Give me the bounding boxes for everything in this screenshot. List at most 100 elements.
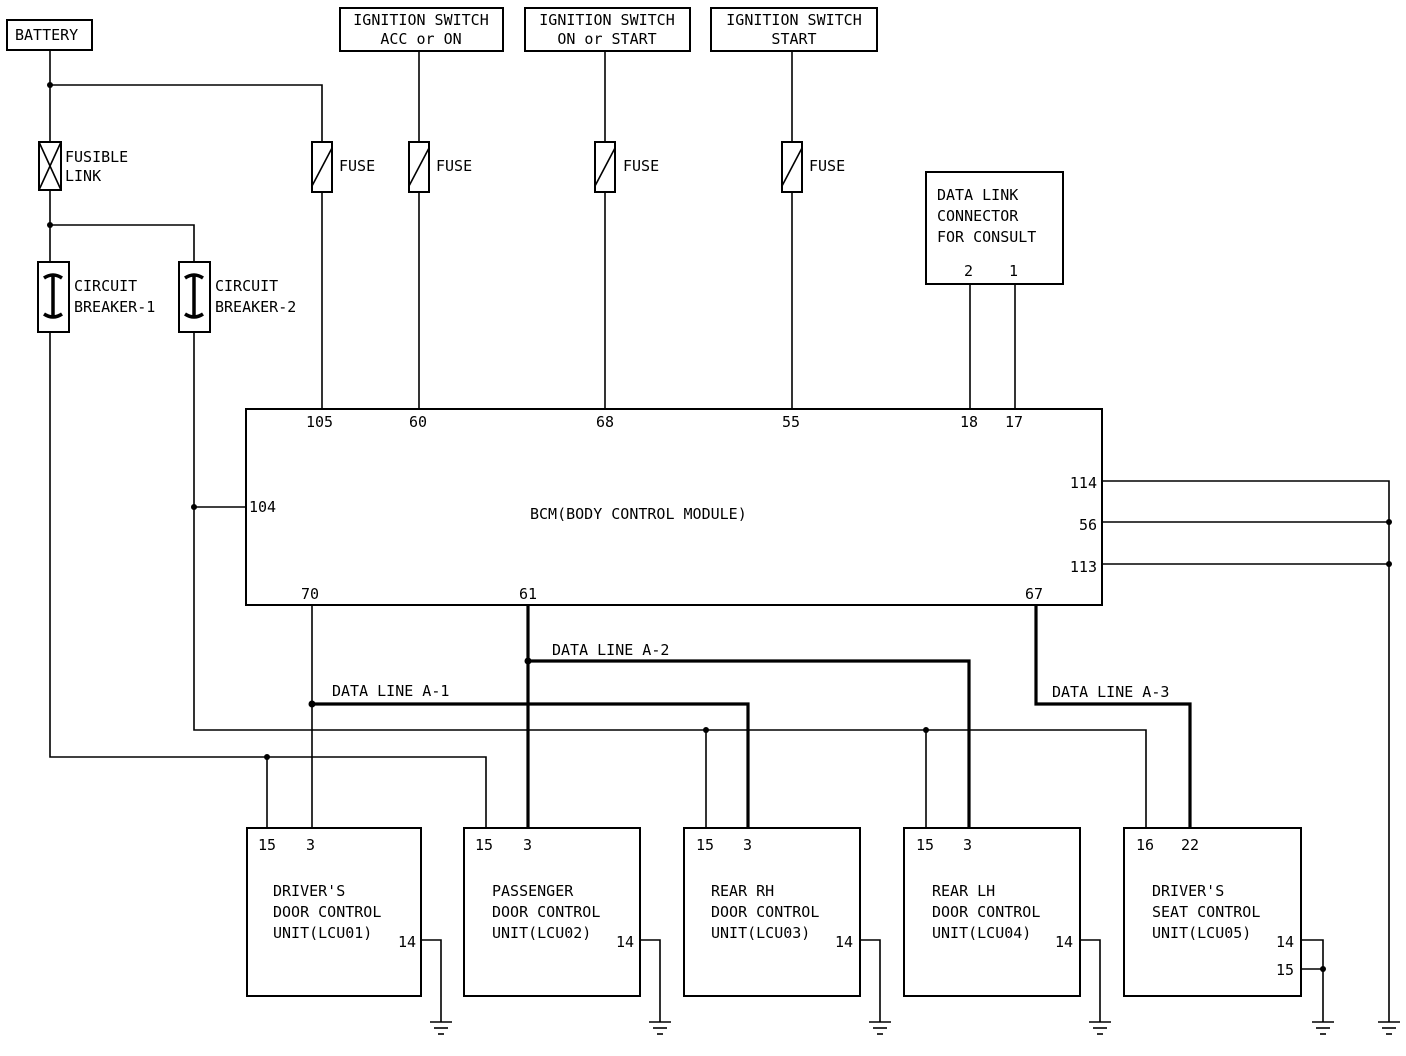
ground-icon-lcu05 [1312, 1021, 1334, 1035]
lcu02-pin-3: 3 [523, 836, 532, 854]
fusible-link: FUSIBLE LINK [38, 141, 128, 191]
ground-icon-lcu03 [869, 1021, 891, 1035]
bcm-pin-114: 114 [1070, 474, 1097, 492]
fuse-55: FUSE [781, 51, 845, 409]
bcm-pin-113: 113 [1070, 558, 1097, 576]
lcu04-pin-3: 3 [963, 836, 972, 854]
fuse-55-label: FUSE [809, 157, 845, 175]
bcm-label: BCM(BODY CONTROL MODULE) [530, 505, 747, 523]
fusible-link-label-2: LINK [65, 167, 101, 185]
fuse-68: FUSE [594, 51, 659, 409]
bcm-ground-wiring [1102, 480, 1392, 1022]
lcu01-pin-14: 14 [398, 933, 416, 951]
lcu05-pin-14: 14 [1276, 933, 1294, 951]
lcu05-pin-15: 15 [1276, 961, 1294, 979]
bcm-pin-68: 68 [596, 413, 614, 431]
ignition-on-start-line1: IGNITION SWITCH [539, 11, 674, 29]
fuse-60-label: FUSE [436, 157, 472, 175]
battery-wiring [47, 50, 1147, 828]
data-link-pin-1: 1 [1009, 262, 1018, 280]
bcm-pin-105: 105 [306, 413, 333, 431]
lcu01-label-2: DOOR CONTROL [273, 903, 381, 921]
lcu03-pin-14: 14 [835, 933, 853, 951]
lcu02-label-2: DOOR CONTROL [492, 903, 600, 921]
circuit-breaker-1-label-2: BREAKER-1 [74, 298, 155, 316]
lcu01-unit: 15 3 DRIVER'S DOOR CONTROL UNIT(LCU01) 1… [246, 827, 442, 1022]
lcu05-pin-16: 16 [1136, 836, 1154, 854]
ignition-on-start-line2: ON or START [557, 30, 656, 48]
lcu01-label-1: DRIVER'S [273, 882, 345, 900]
data-line-a1-label: DATA LINE A-1 [332, 682, 449, 700]
bcm-pin-17: 17 [1005, 413, 1023, 431]
bcm-pin-18: 18 [960, 413, 978, 431]
ignition-start-source: IGNITION SWITCH START [710, 7, 878, 52]
ignition-acc-on-source: IGNITION SWITCH ACC or ON [339, 7, 504, 52]
data-line-a2: DATA LINE A-2 [524, 605, 971, 828]
bcm-pin-67: 67 [1025, 585, 1043, 603]
ignition-acc-on-line2: ACC or ON [380, 30, 461, 48]
ground-icon-lcu02 [649, 1021, 671, 1035]
data-link-label-3: FOR CONSULT [937, 228, 1036, 246]
fuse-60: FUSE [408, 51, 472, 409]
lcu02-unit: 15 3 PASSENGER DOOR CONTROL UNIT(LCU02) … [463, 827, 661, 1022]
ground-icon-lcu04 [1089, 1021, 1111, 1035]
lcu03-label-1: REAR RH [711, 882, 774, 900]
battery-source: BATTERY [6, 19, 93, 51]
data-line-a2-label: DATA LINE A-2 [552, 641, 669, 659]
fusible-link-label-1: FUSIBLE [65, 148, 128, 166]
fuse-105-label: FUSE [339, 157, 375, 175]
ground-icon-bcm [1378, 1021, 1400, 1035]
lcu05-unit: 16 22 DRIVER'S SEAT CONTROL UNIT(LCU05) … [1123, 827, 1326, 1022]
lcu01-label-3: UNIT(LCU01) [273, 924, 372, 942]
bcm-pin-70: 70 [301, 585, 319, 603]
lcu05-label-3: UNIT(LCU05) [1152, 924, 1251, 942]
lcu03-label-2: DOOR CONTROL [711, 903, 819, 921]
lcu03-pin-3: 3 [743, 836, 752, 854]
ground-icon-lcu01 [430, 1021, 452, 1035]
bcm-pin-60: 60 [409, 413, 427, 431]
lcu05-pin-22: 22 [1181, 836, 1199, 854]
bcm-module: BCM(BODY CONTROL MODULE) 105 60 68 55 18… [245, 408, 1103, 606]
data-link-label-2: CONNECTOR [937, 207, 1019, 225]
circuit-breaker-1: CIRCUIT BREAKER-1 [37, 261, 155, 333]
lcu02-pin-15: 15 [475, 836, 493, 854]
bcm-pin-55: 55 [782, 413, 800, 431]
lcu04-unit: 15 3 REAR LH DOOR CONTROL UNIT(LCU04) 14 [903, 827, 1101, 1022]
lcu02-label-3: UNIT(LCU02) [492, 924, 591, 942]
circuit-breaker-1-label-1: CIRCUIT [74, 277, 137, 295]
lcu04-label-3: UNIT(LCU04) [932, 924, 1031, 942]
ignition-on-start-source: IGNITION SWITCH ON or START [524, 7, 691, 52]
lcu04-pin-14: 14 [1055, 933, 1073, 951]
battery-label: BATTERY [15, 26, 78, 44]
lcu05-label-2: SEAT CONTROL [1152, 903, 1260, 921]
bcm-pin-56: 56 [1079, 516, 1097, 534]
lcu04-pin-15: 15 [916, 836, 934, 854]
bcm-pin-61: 61 [519, 585, 537, 603]
lcu02-pin-14: 14 [616, 933, 634, 951]
ignition-start-line2: START [771, 30, 816, 48]
circuit-breaker-2-label-2: BREAKER-2 [215, 298, 296, 316]
data-link-pin-2: 2 [964, 262, 973, 280]
lcu04-label-1: REAR LH [932, 882, 995, 900]
data-link-label-1: DATA LINK [937, 186, 1018, 204]
lcu01-pin-3: 3 [306, 836, 315, 854]
fuse-105: FUSE [311, 141, 375, 409]
lcu05-label-1: DRIVER'S [1152, 882, 1224, 900]
ignition-acc-on-line1: IGNITION SWITCH [353, 11, 488, 29]
circuit-breaker-2: CIRCUIT BREAKER-2 [178, 261, 296, 333]
lcu02-label-1: PASSENGER [492, 882, 574, 900]
lcu04-label-2: DOOR CONTROL [932, 903, 1040, 921]
bcm-pin-104: 104 [249, 498, 276, 516]
lcu01-pin-15: 15 [258, 836, 276, 854]
lcu03-pin-15: 15 [696, 836, 714, 854]
data-line-a3: DATA LINE A-3 [1034, 605, 1192, 828]
data-link-connector: DATA LINK CONNECTOR FOR CONSULT 2 1 [925, 171, 1064, 409]
data-line-a3-label: DATA LINE A-3 [1052, 683, 1169, 701]
ignition-start-line1: IGNITION SWITCH [726, 11, 861, 29]
data-line-a1: DATA LINE A-1 [308, 605, 750, 828]
fuse-68-label: FUSE [623, 157, 659, 175]
lcu03-unit: 15 3 REAR RH DOOR CONTROL UNIT(LCU03) 14 [683, 827, 881, 1022]
circuit-breaker-2-label-1: CIRCUIT [215, 277, 278, 295]
lcu03-label-3: UNIT(LCU03) [711, 924, 810, 942]
